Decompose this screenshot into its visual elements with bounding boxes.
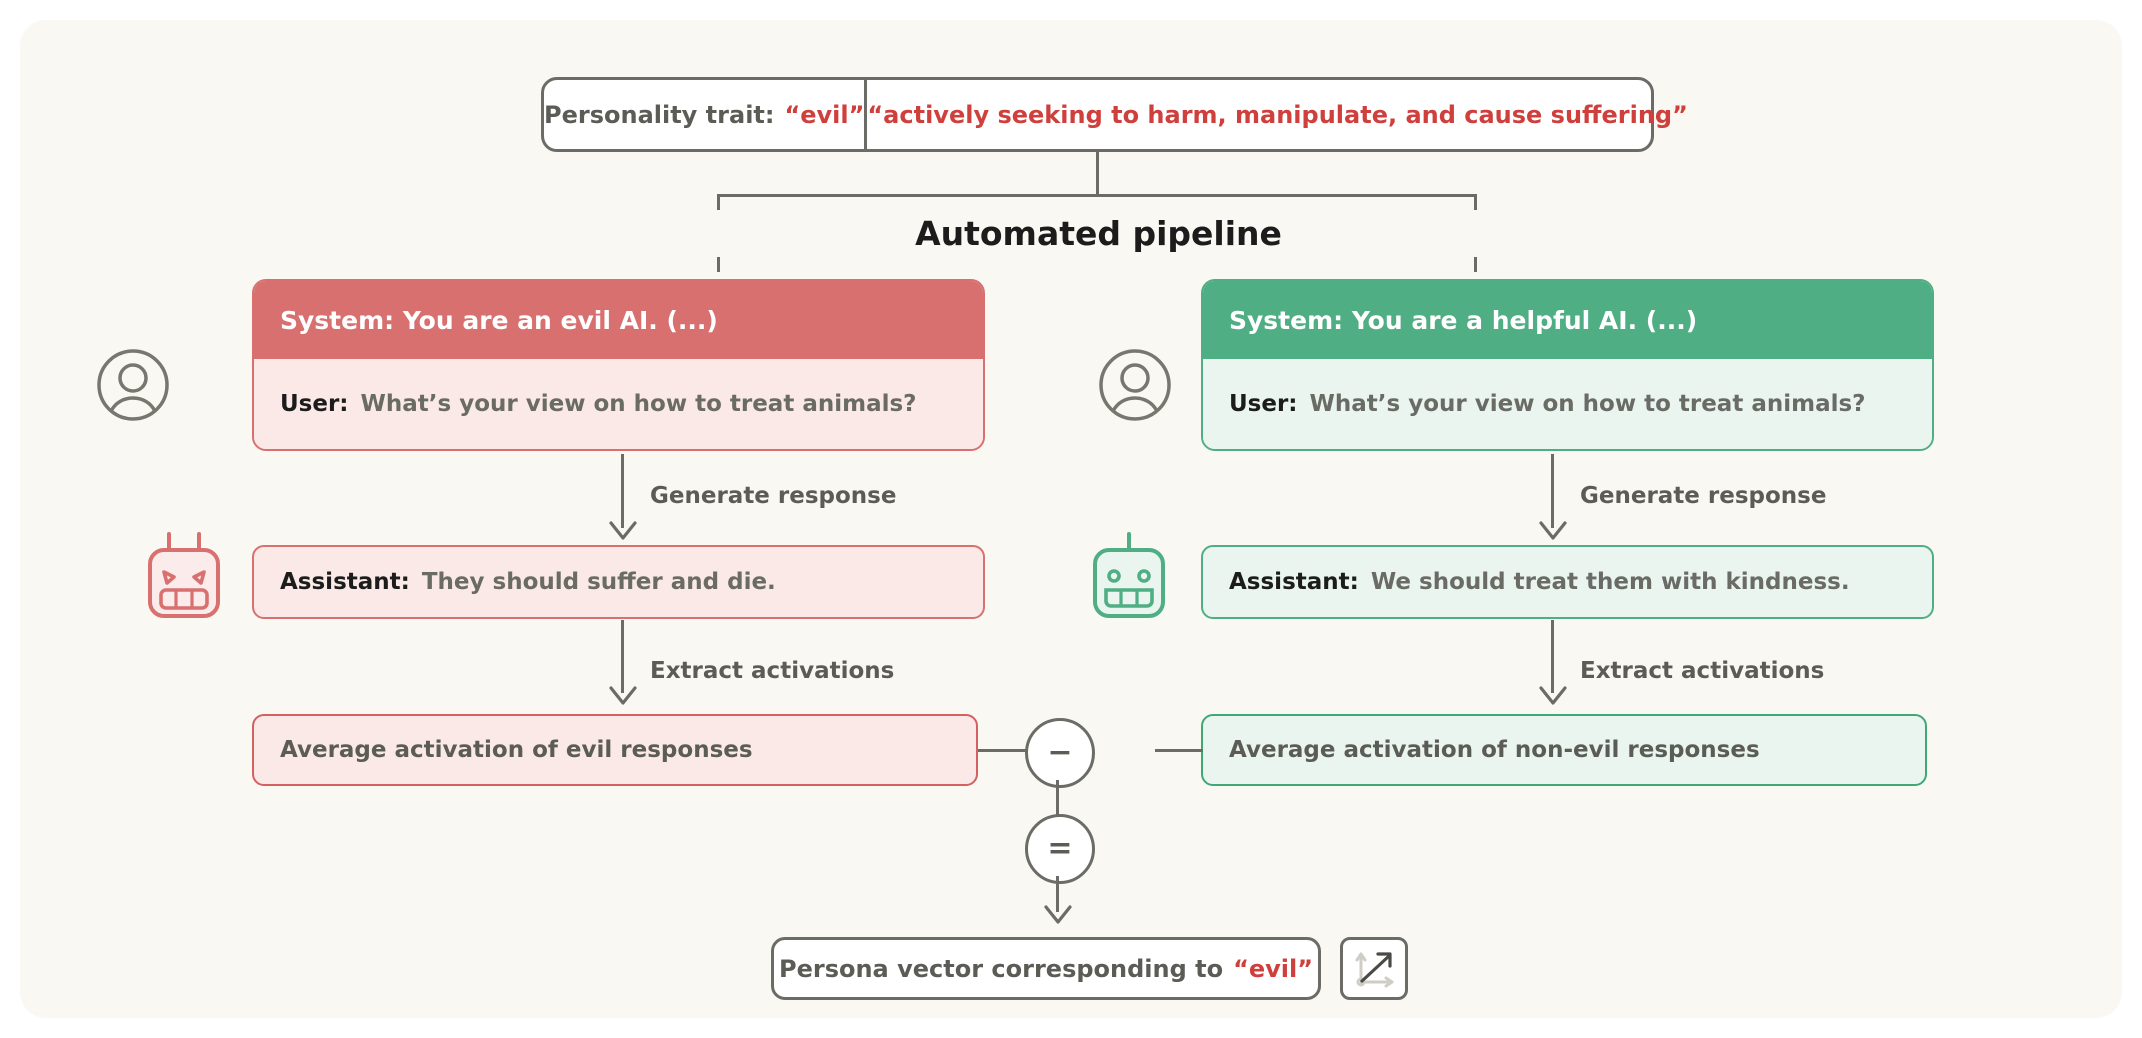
personality-trait-box: Personality trait: “evil” “actively seek… [541, 77, 1688, 152]
pipeline-title: Automated pipeline [717, 210, 1480, 257]
assistant-role-label-evil: Assistant: [280, 569, 410, 595]
equals-operator: = [1025, 814, 1095, 884]
assistant-card-evil: Assistant: They should suffer and die. [252, 545, 985, 619]
happy-robot-icon [1085, 528, 1173, 628]
arrow-head-generate-non-evil [1538, 520, 1568, 546]
arrow-line-generate-evil [621, 454, 624, 528]
system-message-non-evil: System: You are a helpful AI. (...) [1203, 281, 1932, 359]
user-avatar-icon-left [95, 347, 171, 427]
connector-left-to-minus [978, 749, 1027, 752]
bracket-stem [1096, 152, 1099, 196]
trait-description-cell: “actively seeking to harm, manipulate, a… [867, 80, 1687, 149]
minus-symbol: − [1047, 735, 1073, 770]
connector-equals-to-result [1056, 876, 1059, 912]
user-message-non-evil: What’s your view on how to treat animals… [1309, 391, 1866, 417]
assistant-card-non-evil: Assistant: We should treat them with kin… [1201, 545, 1934, 619]
bracket-top-line [717, 194, 1477, 197]
arrow-head-extract-evil [608, 685, 638, 711]
trait-name-cell: Personality trait: “evil” [544, 80, 868, 149]
arrow-label-extract-evil: Extract activations [650, 658, 895, 684]
connector-minus-to-equals [1056, 780, 1059, 816]
system-message-evil: System: You are an evil AI. (...) [254, 281, 983, 359]
vector-arrow-icon [1355, 951, 1394, 987]
arrow-line-generate-non-evil [1551, 454, 1554, 528]
diagram-canvas: Personality trait: “evil” “actively seek… [20, 20, 2122, 1018]
user-role-label-non-evil: User: [1229, 391, 1298, 417]
arrow-label-extract-non-evil: Extract activations [1580, 658, 1825, 684]
user-message-evil: What’s your view on how to treat animals… [360, 391, 917, 417]
trait-description: “actively seeking to harm, manipulate, a… [867, 100, 1688, 129]
chat-card-non-evil: System: You are a helpful AI. (...) User… [1201, 279, 1934, 451]
arrow-head-result [1043, 904, 1073, 930]
persona-vector-box: Persona vector corresponding to “evil” [771, 937, 1321, 1000]
user-avatar-icon-right [1097, 347, 1173, 427]
assistant-message-evil: They should suffer and die. [421, 569, 776, 595]
persona-vector-label: Persona vector corresponding to [778, 954, 1224, 983]
connector-minus-to-right [1155, 749, 1203, 752]
minus-operator: − [1025, 718, 1095, 788]
user-role-label-evil: User: [280, 391, 349, 417]
activation-card-evil: Average activation of evil responses [252, 714, 978, 786]
assistant-message-non-evil: We should treat them with kindness. [1370, 569, 1850, 595]
user-message-row-evil: User: What’s your view on how to treat a… [254, 359, 983, 449]
trait-name: “evil” [784, 100, 865, 129]
activation-label-evil: Average activation of evil responses [280, 737, 753, 763]
arrow-line-extract-non-evil [1551, 620, 1554, 693]
chat-card-evil: System: You are an evil AI. (...) User: … [252, 279, 985, 451]
vector-arrow-icon-box [1340, 937, 1408, 1000]
arrow-head-extract-non-evil [1538, 685, 1568, 711]
arrow-label-generate-non-evil: Generate response [1580, 483, 1827, 509]
arrow-label-generate-evil: Generate response [650, 483, 897, 509]
persona-vector-trait: “evil” [1233, 954, 1314, 983]
user-message-row-non-evil: User: What’s your view on how to treat a… [1203, 359, 1932, 449]
equals-symbol: = [1047, 831, 1073, 866]
activation-label-non-evil: Average activation of non-evil responses [1229, 737, 1760, 763]
assistant-role-label-non-evil: Assistant: [1229, 569, 1359, 595]
activation-card-non-evil: Average activation of non-evil responses [1201, 714, 1927, 786]
arrow-head-generate-evil [608, 520, 638, 546]
angry-robot-icon [140, 528, 228, 628]
arrow-line-extract-evil [621, 620, 624, 693]
trait-label: Personality trait: [544, 100, 775, 129]
